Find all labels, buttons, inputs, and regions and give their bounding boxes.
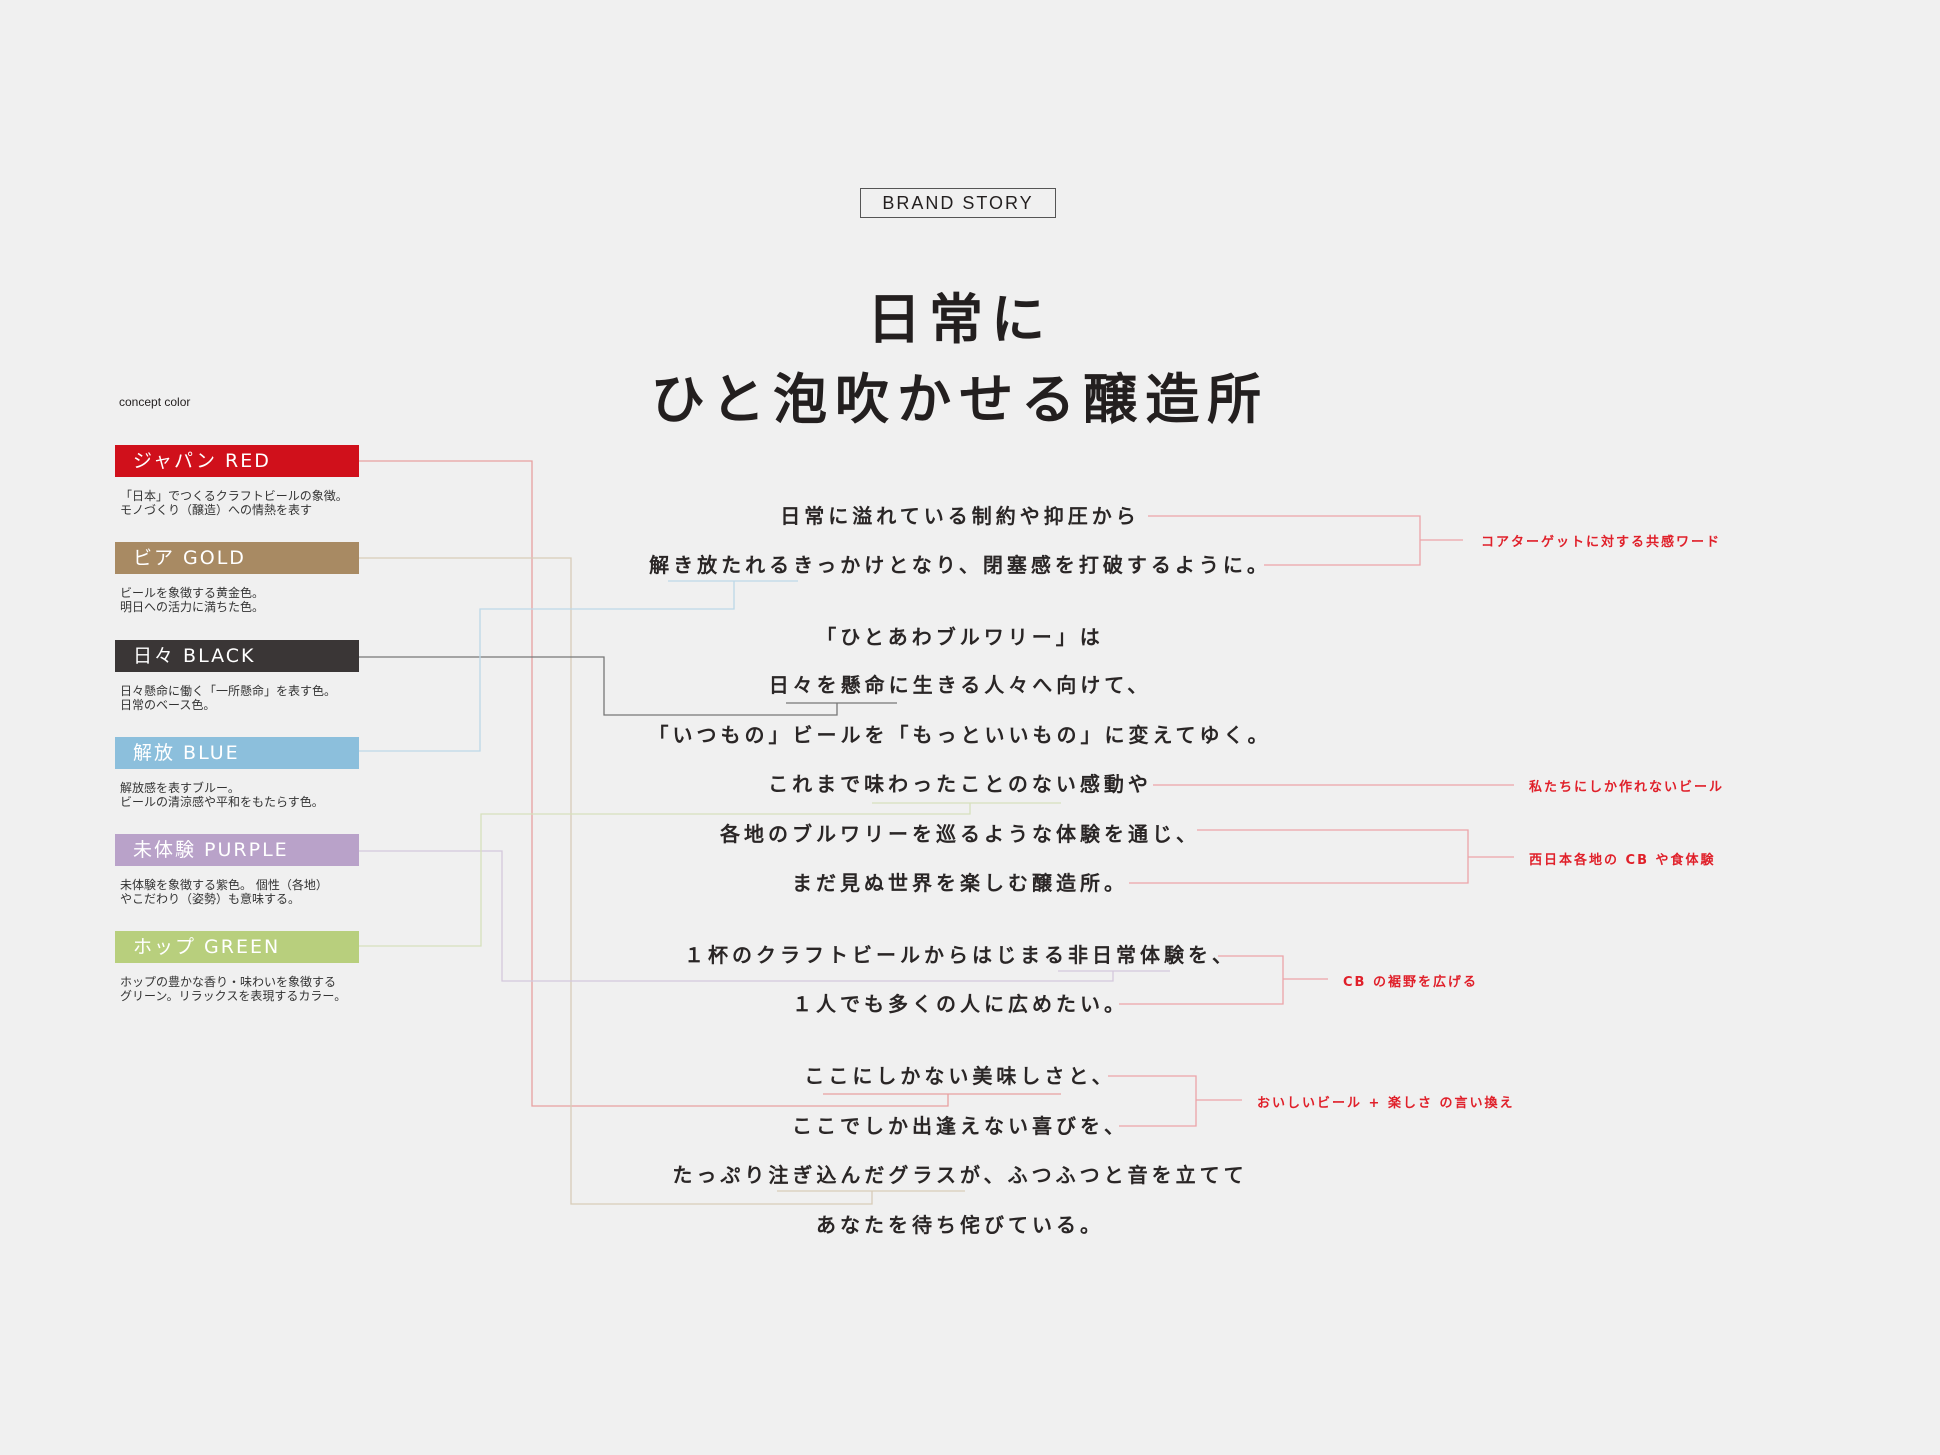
bracket-4 xyxy=(1119,955,1284,1005)
annotation-note: コアターゲットに対する共感ワード xyxy=(1481,535,1722,550)
story-line: ここでしか出逢えない喜びを、 xyxy=(792,1114,1128,1138)
bracket-5 xyxy=(1108,1075,1197,1127)
black-connector xyxy=(359,656,838,716)
annotation-note: おいしいビール + 楽しさ の言い換え xyxy=(1257,1096,1515,1111)
story-line: 「ひとあわブルワリー」は xyxy=(816,625,1104,649)
concept-color-label: concept color xyxy=(119,395,191,409)
story-line: あなたを待ち侘びている。 xyxy=(816,1213,1104,1237)
red-connector xyxy=(359,460,949,1107)
color-red-bar: ジャパン RED xyxy=(115,445,359,477)
purple-connector xyxy=(359,850,1114,982)
brand-story-badge: BRAND STORY xyxy=(860,188,1056,218)
story-line: 解き放たれるきっかけとなり、閉塞感を打破するように。 xyxy=(649,553,1271,577)
color-black-bar: 日々 BLACK xyxy=(115,640,359,672)
story-line: これまで味わったことのない感動や xyxy=(768,772,1152,796)
color-purple-bar: 未体験 PURPLE xyxy=(115,834,359,866)
gold-connector xyxy=(359,557,873,1205)
story-line: 日常に溢れている制約や抑圧から xyxy=(780,504,1140,528)
color-gold-desc: ビールを象徴する黄金色。明日への活力に満ちた色。 xyxy=(120,586,265,614)
annotation-note: CB の裾野を広げる xyxy=(1343,975,1478,990)
green-connector xyxy=(359,803,971,947)
blue-connector xyxy=(359,581,735,752)
story-line: まだ見ぬ世界を楽しむ醸造所。 xyxy=(792,871,1128,895)
annotation-note: 私たちにしか作れないビール xyxy=(1529,780,1725,795)
page-title-line1: 日常に xyxy=(867,288,1053,351)
color-green-bar: ホップ GREEN xyxy=(115,931,359,963)
color-black-desc: 日々懸命に働く「一所懸命」を表す色。日常のベース色。 xyxy=(120,684,337,712)
color-green-desc: ホップの豊かな香り・味わいを象徴するグリーン。リラックスを表現するカラー。 xyxy=(120,975,347,1003)
story-line: １人でも多くの人に広めたい。 xyxy=(792,992,1128,1016)
annotation-note: 西日本各地の CB や食体験 xyxy=(1529,853,1716,868)
color-gold-bar: ビア GOLD xyxy=(115,542,359,574)
story-line: 各地のブルワリーを巡るような体験を通じ、 xyxy=(720,822,1200,846)
color-blue-bar: 解放 BLUE xyxy=(115,737,359,769)
story-line: １杯のクラフトビールからはじまる非日常体験を、 xyxy=(684,943,1236,967)
color-purple-desc: 未体験を象徴する紫色。 個性（各地）やこだわり（姿勢）も意味する。 xyxy=(120,878,328,906)
color-red-desc: 「日本」でつくるクラフトビールの象徴。モノづくり（醸造）への情熱を表す xyxy=(120,489,348,517)
story-line: ここにしかない美味しさと、 xyxy=(804,1064,1116,1088)
story-line: たっぷり注ぎ込んだグラスが、ふつふつと音を立てて xyxy=(672,1163,1248,1187)
page-title-line2: ひと泡吹かせる醸造所 xyxy=(650,368,1270,431)
story-line: 「いつもの」ビールを「もっといいもの」に変えてゆく。 xyxy=(648,723,1272,747)
color-blue-desc: 解放感を表すブルー。ビールの清涼感や平和をもたらす色。 xyxy=(120,781,324,809)
story-line: 日々を懸命に生きる人々へ向けて、 xyxy=(768,673,1152,697)
